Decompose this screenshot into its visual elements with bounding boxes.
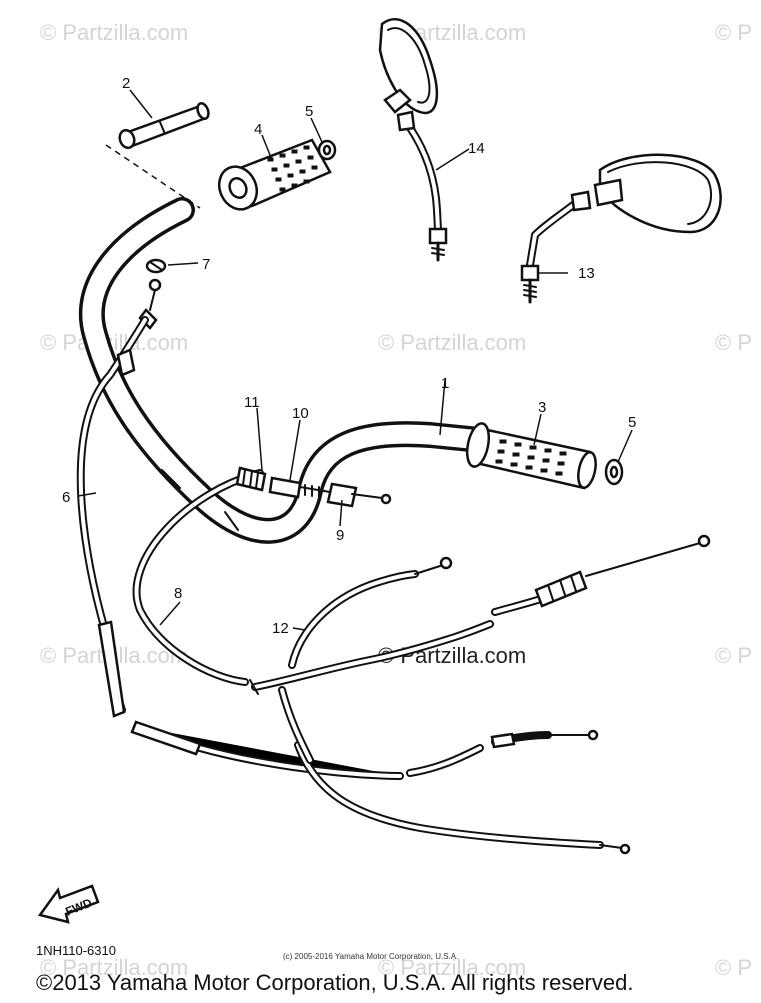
fwd-arrow-icon: FWD — [37, 884, 100, 924]
callout-7: 7 — [202, 256, 210, 273]
callout-13: 13 — [578, 265, 595, 282]
part-11-adjuster-nut — [235, 466, 267, 492]
watermark-bottom-right: © P — [715, 955, 752, 980]
watermark-mid-right: © P — [715, 330, 752, 355]
callout-6: 6 — [62, 489, 70, 506]
part-2-throttle-tube — [118, 102, 210, 150]
leader-dashed-2 — [105, 144, 201, 209]
watermark-low-right: © P — [715, 643, 752, 668]
watermark-bottom-center: © Partzilla.com — [378, 955, 526, 980]
callout-2: 2 — [122, 75, 130, 92]
part-5-upper-end-cap — [317, 139, 337, 161]
callout-5-right: 5 — [628, 414, 636, 431]
watermark-top-left: © Partzilla.com — [40, 20, 188, 45]
part-3-right-grip — [465, 422, 597, 490]
callout-10: 10 — [292, 405, 309, 422]
watermark-mid-left: © Partzilla.com — [40, 330, 188, 355]
part-14-left-mirror — [378, 18, 448, 262]
callout-3: 3 — [538, 399, 546, 416]
callout-numbers: 2 4 5 7 14 13 1 3 5 11 10 9 6 8 12 — [62, 75, 636, 637]
part-5-right-end-cap — [604, 458, 624, 486]
watermark-mid-center: © Partzilla.com — [378, 330, 526, 355]
callout-14: 14 — [468, 140, 485, 157]
watermarks: © Partzilla.com © Partzilla.com © P © Pa… — [40, 20, 752, 980]
callout-4: 4 — [254, 121, 262, 138]
diagram-code: 1NH110-6310 — [36, 943, 116, 958]
part-4-left-grip — [217, 138, 332, 211]
bar-band-1 — [161, 469, 181, 489]
part-8-cable — [130, 469, 599, 780]
copyright-notice: ©2013 Yamaha Motor Corporation, U.S.A. A… — [36, 970, 634, 995]
part-10-cable-holder — [268, 476, 331, 499]
callout-leaders — [77, 89, 633, 631]
lower-cable — [294, 741, 631, 855]
callout-8: 8 — [174, 585, 182, 602]
callout-1: 1 — [441, 375, 449, 392]
watermark-top-right: © P — [715, 20, 752, 45]
callout-9: 9 — [336, 527, 344, 544]
part-13-right-mirror — [520, 153, 722, 304]
part-9-bolt — [326, 482, 392, 508]
part-6-throttle-cable — [76, 316, 149, 718]
part-12-clutch-cable — [249, 534, 711, 764]
small-copyright: (c) 2005-2016 Yamaha Motor Corporation, … — [283, 952, 459, 961]
callout-5-upper: 5 — [305, 103, 313, 120]
callout-12: 12 — [272, 620, 289, 637]
callout-11: 11 — [244, 394, 260, 411]
bar-band-2 — [224, 511, 239, 531]
watermark-bottom-left: © Partzilla.com — [40, 955, 188, 980]
